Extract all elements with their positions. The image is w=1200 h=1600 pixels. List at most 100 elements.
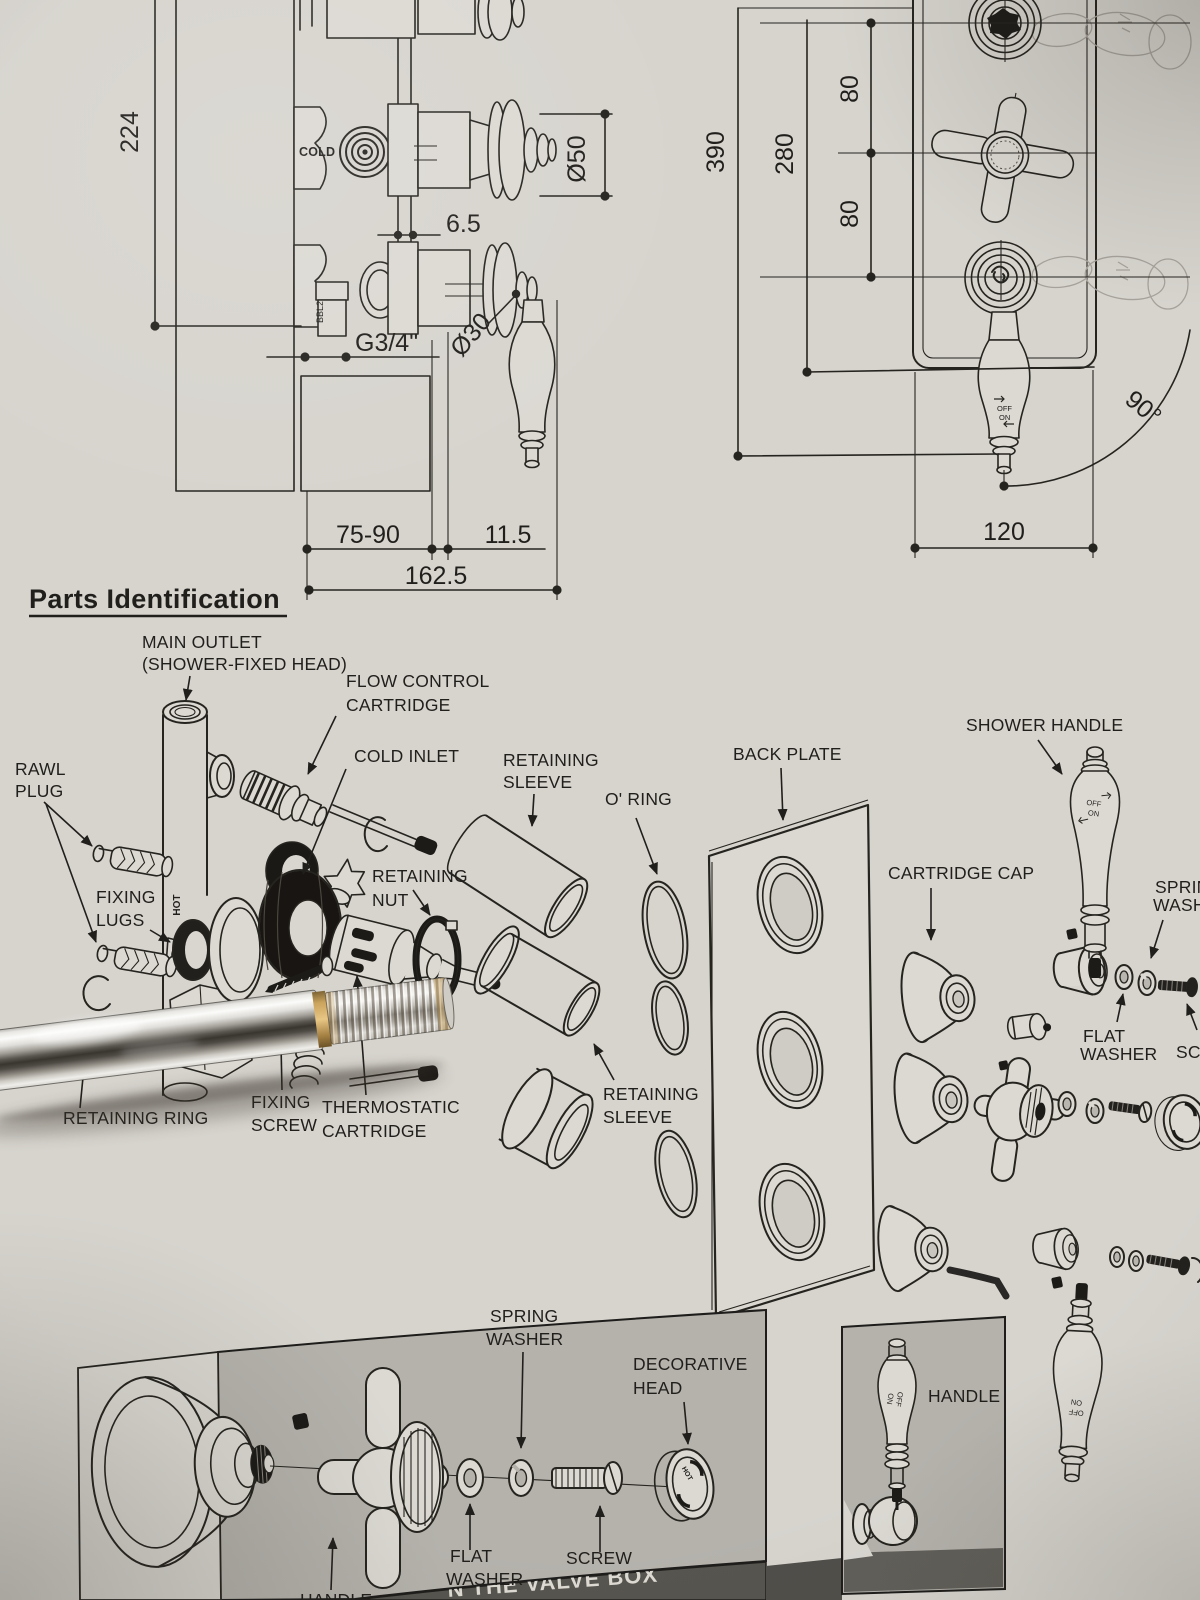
flat-washer-r2 xyxy=(1057,1091,1077,1117)
valve-knob-box xyxy=(852,1496,918,1546)
svg-text:224: 224 xyxy=(116,111,144,153)
fixing-screw-part xyxy=(265,955,334,993)
svg-text:80: 80 xyxy=(836,200,864,228)
cross-handle-box xyxy=(317,1367,449,1589)
on-off-marks: OFF ON xyxy=(994,395,1014,428)
svg-text:THERMOSTATIC: THERMOSTATIC xyxy=(322,1097,460,1117)
flange-knob-3 xyxy=(1032,1227,1079,1271)
small-plug xyxy=(1006,1012,1052,1041)
label-handle-partial: HANDLE xyxy=(300,1537,372,1600)
thermostatic-cartridge-part xyxy=(328,914,501,991)
svg-text:SPRING: SPRING xyxy=(1155,877,1200,897)
label-screw-box: SCREW xyxy=(566,1505,632,1568)
on-off-marks: OFF ON xyxy=(1078,792,1112,824)
svg-text:G3/4": G3/4" xyxy=(355,329,418,357)
svg-text:WASHER: WASHER xyxy=(446,1569,523,1589)
svg-text:PLUG: PLUG xyxy=(15,781,63,801)
svg-text:RAWL: RAWL xyxy=(15,759,66,779)
svg-text:6.5: 6.5 xyxy=(446,210,481,238)
screw-r1 xyxy=(1157,977,1198,998)
fitting-code: BBL2 xyxy=(315,301,325,323)
svg-text:CARTRIDGE CAP: CARTRIDGE CAP xyxy=(888,863,1034,883)
grub-screw-3 xyxy=(1051,1276,1063,1289)
valve-box-banner: N THE VALVE BOX xyxy=(354,1558,842,1600)
section-heading: Parts Identification xyxy=(29,584,287,618)
valve-row1-section: COLD xyxy=(293,99,557,201)
hex-key xyxy=(946,1266,1010,1300)
svg-text:LUGS: LUGS xyxy=(96,910,144,930)
svg-text:(SHOWER-FIXED HEAD): (SHOWER-FIXED HEAD) xyxy=(142,654,347,674)
svg-text:SLEEVE: SLEEVE xyxy=(603,1107,672,1127)
label-retaining-sleeve-top: RETAINING SLEEVE xyxy=(503,750,599,827)
svg-text:SCREW: SCREW xyxy=(1176,1042,1200,1062)
svg-text:FIXING: FIXING xyxy=(96,887,156,907)
rod-shadow xyxy=(0,1063,444,1136)
retaining-sleeve-1 xyxy=(446,814,589,939)
svg-text:WASHER: WASHER xyxy=(1153,895,1200,915)
svg-text:80: 80 xyxy=(836,75,864,103)
cartridge-cap-2 xyxy=(893,1052,969,1145)
valve-top-cut xyxy=(299,0,525,41)
svg-text:COLD INLET: COLD INLET xyxy=(354,746,459,766)
dim-120: 120 xyxy=(910,370,1098,558)
shower-handle-part: OFF ON xyxy=(1069,746,1121,978)
lever-handle-side xyxy=(508,299,556,469)
svg-text:390: 390 xyxy=(702,131,730,173)
cartridge-cap-1 xyxy=(900,951,976,1044)
flat-washer-r3 xyxy=(1109,1246,1125,1268)
label-cold-inlet: COLD INLET xyxy=(302,746,459,875)
svg-text:HEAD: HEAD xyxy=(633,1378,682,1398)
svg-text:ON: ON xyxy=(1070,1397,1082,1407)
side-section-drawing: COLD BBL2 224 xyxy=(116,0,613,600)
svg-text:BACK PLATE: BACK PLATE xyxy=(733,744,842,764)
handle-in-box: OFF ON xyxy=(877,1338,917,1510)
svg-text:SLEEVE: SLEEVE xyxy=(503,772,572,792)
retaining-sleeve-3 xyxy=(498,1067,594,1170)
label-main-outlet: MAIN OUTLET (SHOWER-FIXED HEAD) xyxy=(142,632,347,701)
rawl-plug-upper xyxy=(92,844,174,878)
svg-text:OFF: OFF xyxy=(1086,798,1103,809)
cold-marking: COLD xyxy=(299,145,335,159)
back-plate-part xyxy=(707,799,876,1320)
pencil-sketch-levers xyxy=(1031,11,1192,310)
label-fixing-lugs: FIXING LUGS xyxy=(96,887,171,943)
o-ring-2 xyxy=(651,980,689,1056)
dim-6-5: 6.5 xyxy=(377,210,481,240)
svg-text:OFF: OFF xyxy=(894,1391,906,1408)
label-spring-washer-box: SPRING WASHER xyxy=(486,1306,563,1449)
square-nut xyxy=(292,1413,309,1430)
label-screw-right: SCREW xyxy=(1176,1003,1200,1062)
svg-text:SHOWER HANDLE: SHOWER HANDLE xyxy=(966,715,1123,735)
svg-text:FLAT: FLAT xyxy=(450,1546,492,1566)
label-spring-washer-right: SPRING WASHER xyxy=(1149,877,1200,959)
label-flow-control: FLOW CONTROL CARTRIDGE xyxy=(307,671,489,775)
svg-text:120: 120 xyxy=(983,518,1025,546)
svg-text:MAIN OUTLET: MAIN OUTLET xyxy=(142,632,262,652)
svg-text:NUT: NUT xyxy=(372,890,409,910)
cartridge-cap-3 xyxy=(877,1205,949,1293)
cross-handle-part xyxy=(973,1057,1066,1182)
o-ring-3 xyxy=(654,1129,698,1219)
svg-text:ON: ON xyxy=(1087,808,1099,818)
retaining-ring-part xyxy=(82,975,111,1012)
svg-text:CARTRIDGE: CARTRIDGE xyxy=(322,1121,427,1141)
grub-screw-2 xyxy=(998,1060,1009,1071)
label-flat-washer-right: FLAT WASHER xyxy=(1080,993,1157,1064)
label-back-plate: BACK PLATE xyxy=(733,744,842,821)
svg-text:HANDLE: HANDLE xyxy=(300,1590,372,1600)
svg-text:RETAINING: RETAINING xyxy=(503,750,599,770)
svg-text:FLOW CONTROL: FLOW CONTROL xyxy=(346,671,489,691)
screw-r2 xyxy=(1108,1101,1153,1124)
dim-80s: 80 80 xyxy=(760,18,1190,282)
label-handle-box: HANDLE xyxy=(928,1386,1000,1406)
dim-75-90: 75-90 11.5 xyxy=(302,300,558,600)
svg-text:WASHER: WASHER xyxy=(1080,1044,1157,1064)
label-shower-handle: SHOWER HANDLE xyxy=(966,715,1123,775)
flat-washer-r1 xyxy=(1114,964,1134,990)
metal-rod xyxy=(0,977,455,1093)
label-flat-washer-box: FLAT WASHER xyxy=(446,1503,523,1589)
spring-washer-r1 xyxy=(1137,970,1157,996)
label-decorative-head-box: DECORATIVE HEAD xyxy=(633,1354,747,1445)
svg-text:11.5: 11.5 xyxy=(485,521,532,549)
